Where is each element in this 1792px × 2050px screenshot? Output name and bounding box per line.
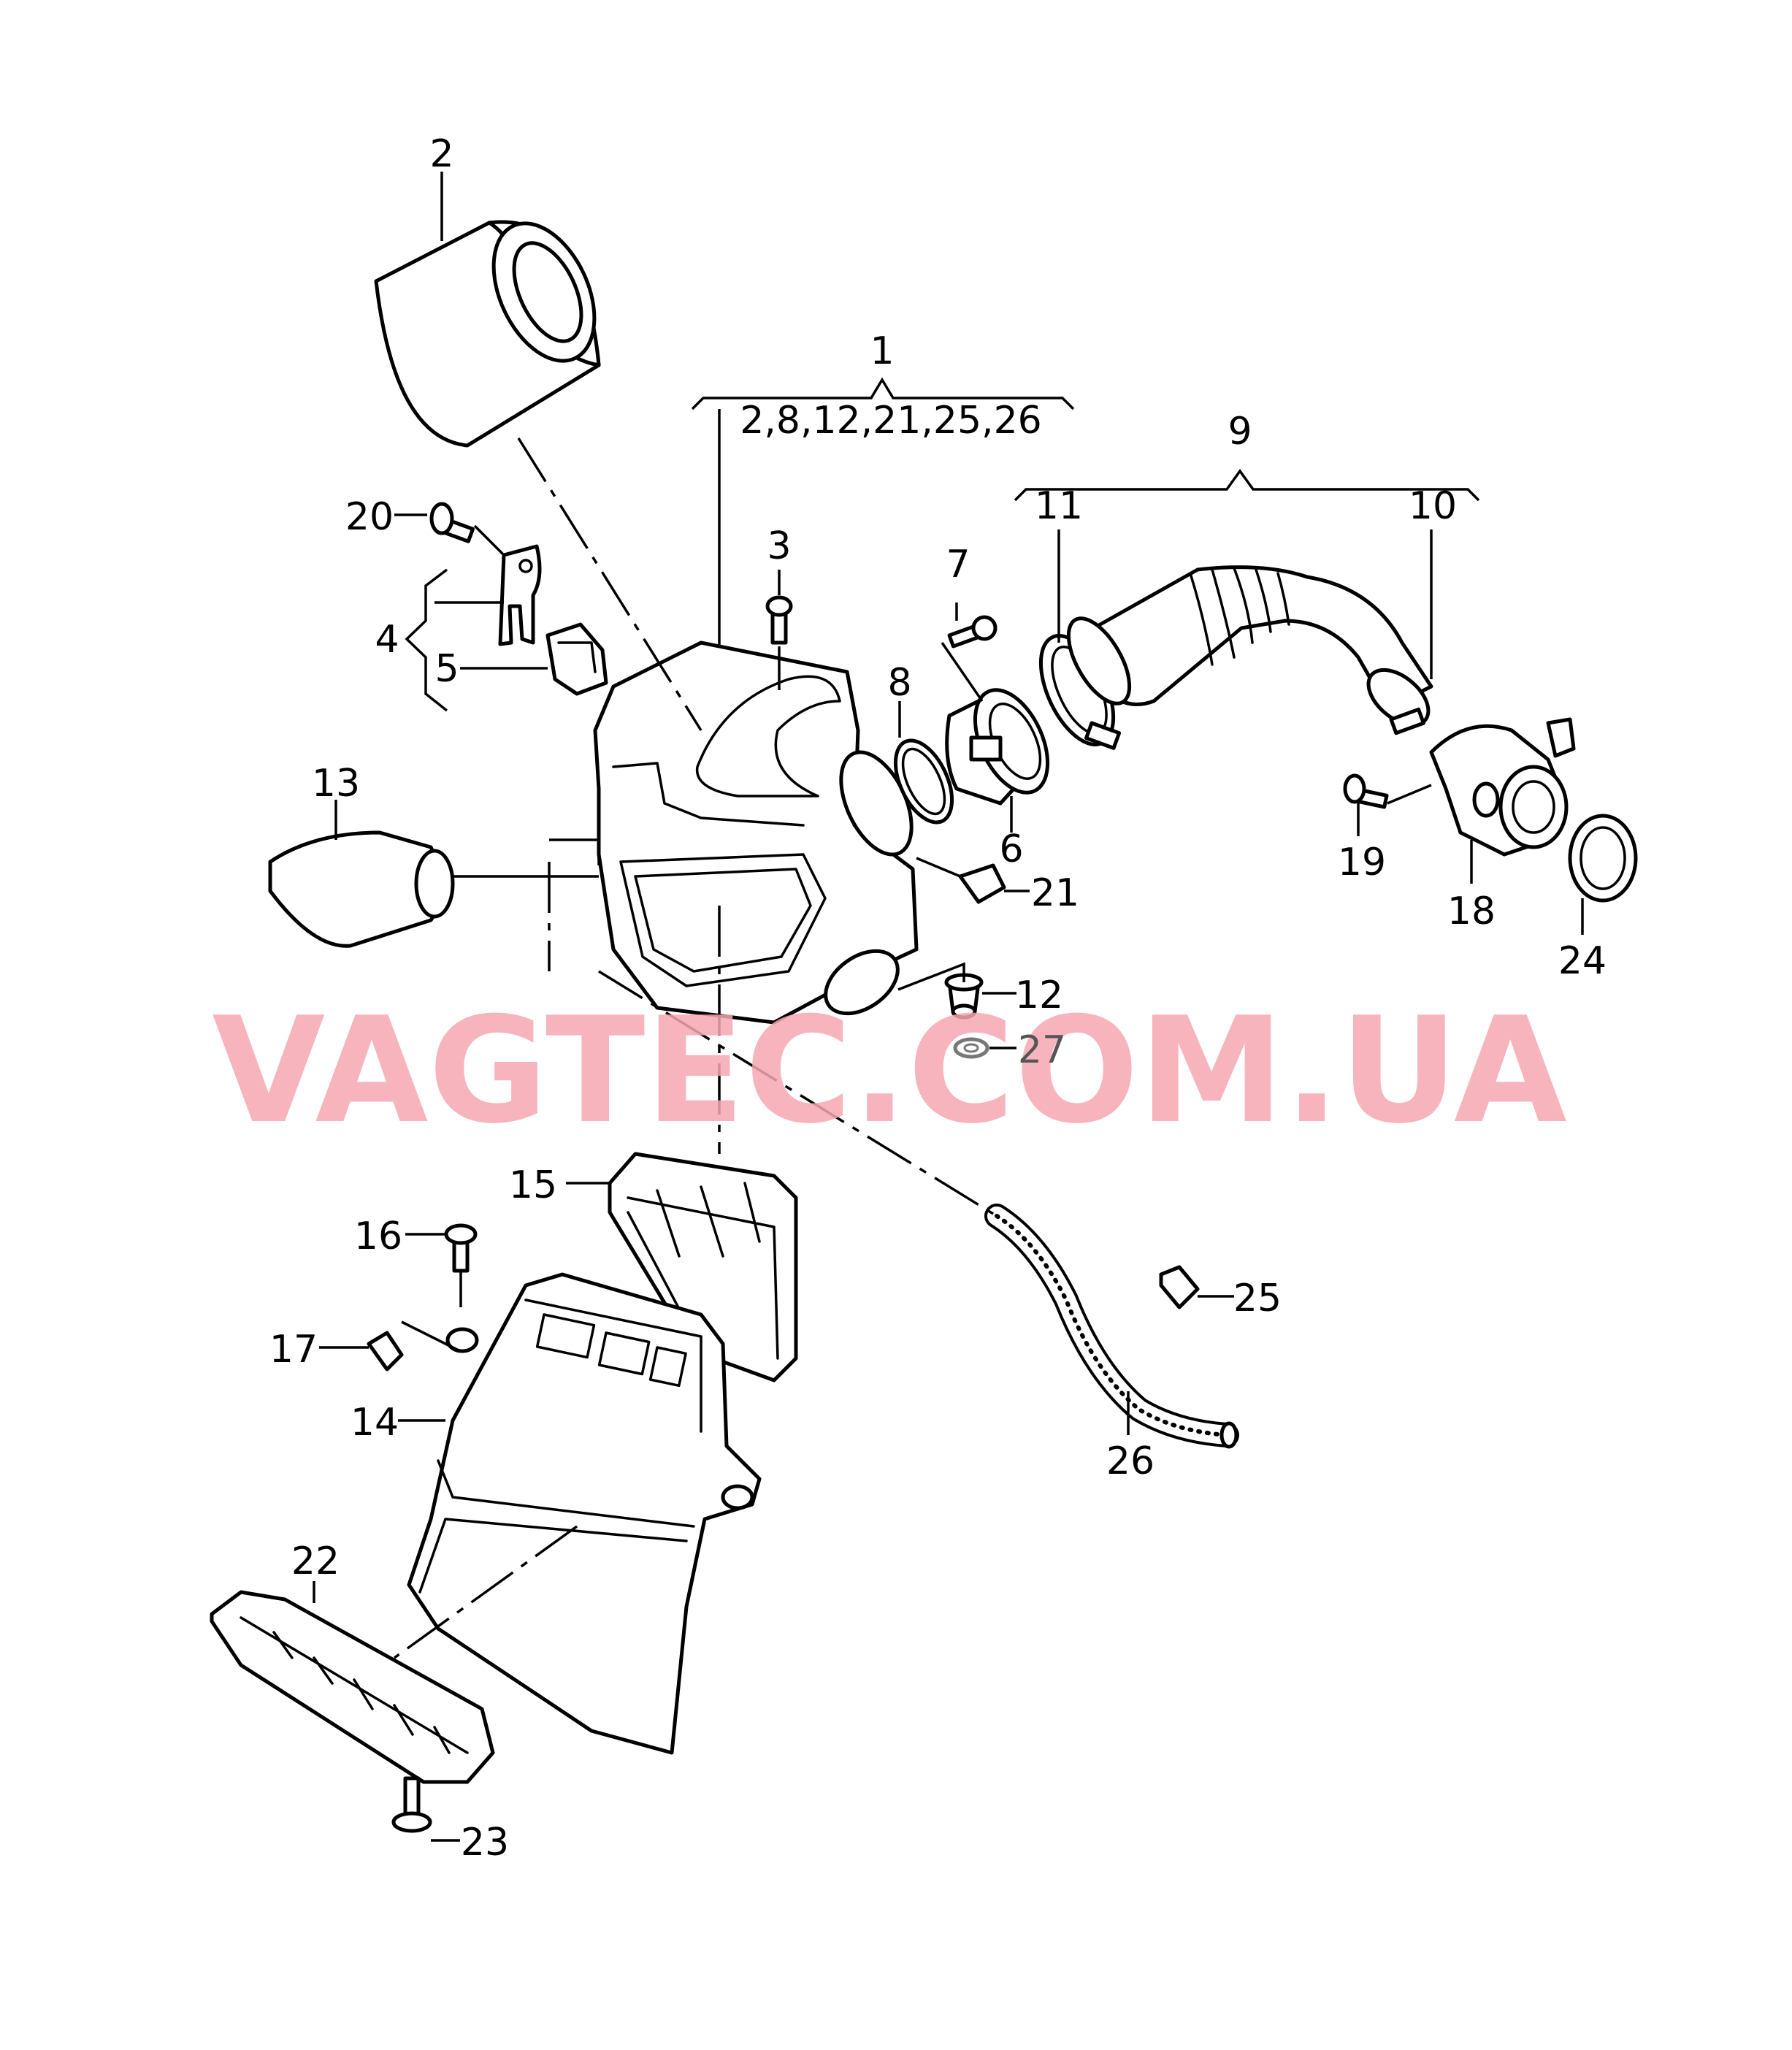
part-3-bolt (765, 595, 793, 645)
callout-16: 16 (354, 1215, 402, 1258)
callout-27: 27 (1018, 1028, 1066, 1072)
part-14-lower-duct (407, 1272, 762, 1755)
part-22-grille (210, 1590, 495, 1784)
callout-6: 6 (999, 827, 1023, 871)
callout-18: 18 (1447, 890, 1496, 933)
callout-9: 9 (1228, 410, 1252, 454)
watermark-text: VAGTEC.COM.UA (212, 986, 1566, 1156)
callout-20: 20 (345, 495, 394, 539)
part-7-screw (947, 615, 998, 649)
callout-10: 10 (1409, 484, 1457, 528)
callout-13: 13 (312, 762, 360, 806)
part-8-seal (893, 738, 954, 825)
part-16-screw (444, 1223, 478, 1273)
callout-1: 1 (870, 329, 894, 373)
part-2-filter-element (374, 220, 601, 448)
callout-4: 4 (375, 618, 399, 662)
callout-8: 8 (887, 661, 911, 705)
part-25-clip (1159, 1265, 1200, 1309)
part-17-nut-clip (367, 1331, 404, 1372)
part-19-bolt (1343, 773, 1389, 809)
leader-lines (313, 172, 1584, 1842)
callout-23: 23 (461, 1821, 509, 1864)
part-9-intake-hose (1066, 565, 1433, 711)
part-24-sleeve (1568, 814, 1638, 903)
callout-24: 24 (1558, 939, 1607, 983)
part-20-bolt (429, 502, 475, 543)
callout-5: 5 (434, 647, 459, 691)
callout-21: 21 (1031, 871, 1079, 915)
assembly-lines (393, 437, 998, 1659)
part-18-connecting-pipe (1429, 717, 1576, 857)
part-6-mass-air-sensor (945, 688, 1050, 806)
callout-1-includes: 2,8,12,21,25,26 (740, 399, 1042, 443)
callout-15: 15 (509, 1163, 557, 1207)
callout-25: 25 (1233, 1277, 1282, 1320)
callout-11: 11 (1035, 484, 1083, 528)
callout-26: 26 (1106, 1439, 1155, 1483)
callout-labels: 1 2,8,12,21,25,26 2 3 4 5 6 7 8 9 10 11 … (269, 132, 1607, 1864)
part-23-screw (391, 1776, 432, 1833)
callout-2: 2 (429, 132, 453, 176)
callout-17: 17 (269, 1328, 318, 1372)
callout-12: 12 (1015, 974, 1063, 1017)
part-1-air-box (593, 640, 919, 1025)
part-13-intake-duct (268, 830, 455, 948)
part-27-washer (953, 1037, 989, 1059)
part-21-clip (958, 863, 1006, 904)
part-4-bracket (498, 544, 542, 646)
callout-7: 7 (946, 543, 970, 586)
callout-3: 3 (767, 524, 791, 568)
callout-22: 22 (291, 1540, 340, 1583)
callout-19: 19 (1338, 841, 1386, 884)
part-5-clip (545, 622, 608, 696)
part-26-hose (984, 1204, 1239, 1449)
callout-14: 14 (351, 1401, 399, 1445)
part-10-hose-clamp (1366, 668, 1431, 735)
